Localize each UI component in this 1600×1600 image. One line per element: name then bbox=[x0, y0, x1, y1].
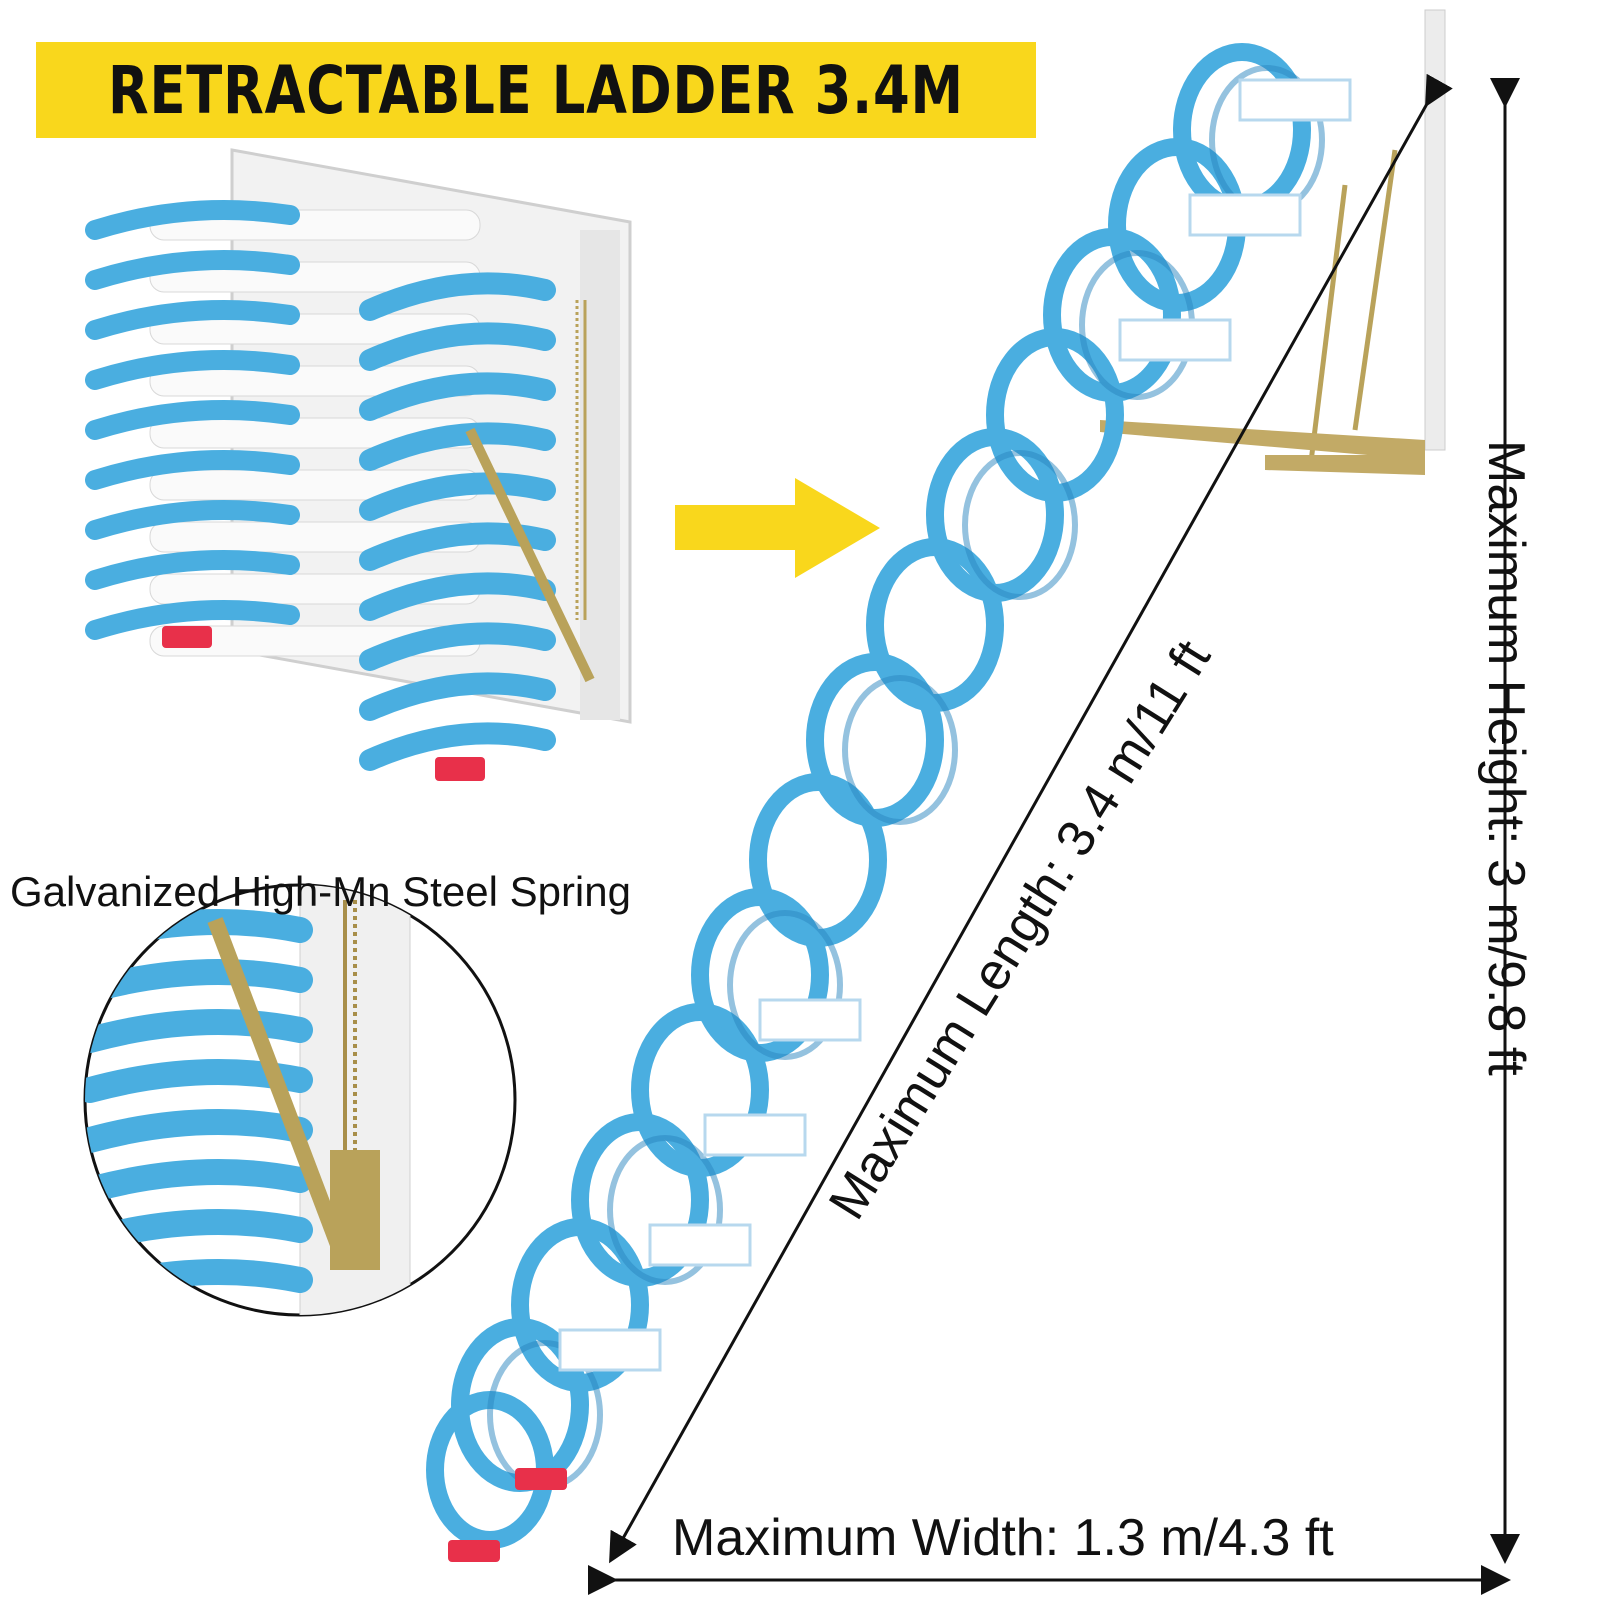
spring-detail-image bbox=[83, 883, 517, 1317]
folded-spring bbox=[575, 300, 587, 620]
spring-right bbox=[1352, 149, 1398, 431]
ladder-foot-left bbox=[515, 1468, 567, 1490]
max-width-label: Maximum Width: 1.3 m/4.3 ft bbox=[672, 1509, 1334, 1567]
folded-foot-right bbox=[435, 757, 485, 781]
support-bracket bbox=[1100, 420, 1425, 460]
arrow-right-icon bbox=[675, 478, 880, 578]
ladder-foot-right bbox=[448, 1540, 500, 1562]
max-height-label: Maximum Height: 3 m/9.8 ft bbox=[1477, 440, 1535, 1076]
folded-ladder-image bbox=[85, 148, 632, 781]
spring-left bbox=[1307, 184, 1348, 471]
wall-mount-plate bbox=[1424, 9, 1446, 451]
spring-caption: Galvanized High-Mn Steel Spring bbox=[10, 868, 631, 915]
folded-rails-left bbox=[85, 200, 300, 640]
length-dimension-arrow bbox=[609, 73, 1453, 1564]
title-banner: RETRACTABLE LADDER 3.4M bbox=[36, 42, 1036, 138]
folded-brace bbox=[465, 427, 595, 683]
banner-title: RETRACTABLE LADDER 3.4M bbox=[108, 51, 964, 129]
folded-foot-left bbox=[162, 626, 212, 648]
